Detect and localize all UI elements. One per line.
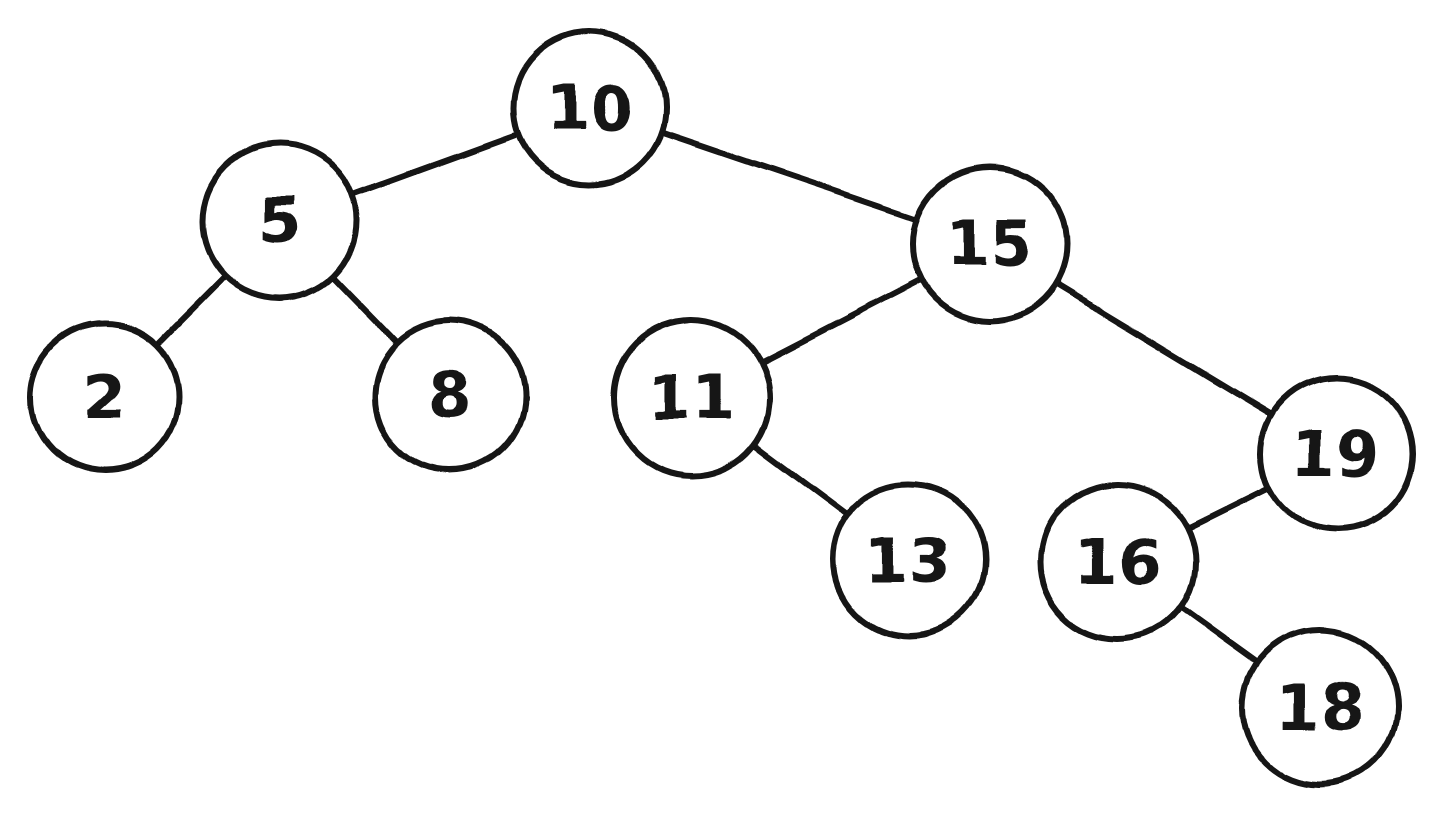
tree-edge-19-16-left <box>1185 485 1270 531</box>
node-label: 10 <box>546 72 634 145</box>
node-circle <box>200 141 360 301</box>
node-label: 2 <box>83 361 127 434</box>
node-label: 19 <box>1293 418 1381 491</box>
node-circle <box>830 481 988 639</box>
tree-edge-11-13-right <box>753 442 850 517</box>
tree-edge-16-18-right <box>1179 605 1259 664</box>
node-circle <box>372 318 528 474</box>
node-label: 11 <box>648 362 736 435</box>
tree-node-13: 13 <box>830 481 988 639</box>
node-label: 18 <box>1276 671 1364 744</box>
tree-node-8: 8 <box>372 318 528 474</box>
tree-edge-5-8-right <box>332 274 400 344</box>
node-label: 16 <box>1074 526 1162 599</box>
node-circle <box>1038 482 1198 642</box>
tree-node-18: 18 <box>1240 627 1400 787</box>
tree-node-15: 15 <box>910 164 1070 324</box>
node-circle <box>1258 375 1416 533</box>
tree-node-11: 11 <box>611 317 773 479</box>
tree-edge-5-2-left <box>155 274 228 347</box>
node-label: 13 <box>865 524 953 597</box>
node-label: 8 <box>428 360 472 433</box>
tree-group: 10 5 15 2 8 11 19 13 16 18 <box>28 29 1416 787</box>
node-circle <box>611 317 773 479</box>
node-circle <box>910 164 1070 324</box>
tree-node-10: 10 <box>511 29 669 187</box>
node-circle <box>28 320 182 474</box>
tree-edge-15-19-right <box>1054 281 1274 417</box>
node-circle <box>1240 627 1400 787</box>
tree-edge-10-5-left <box>351 131 520 197</box>
node-label: 15 <box>946 208 1034 281</box>
node-label: 5 <box>258 185 302 258</box>
tree-node-5: 5 <box>200 141 360 301</box>
node-circle <box>511 29 669 187</box>
tree-node-2: 2 <box>28 320 182 474</box>
tree-edge-15-11-left <box>760 277 923 365</box>
tree-edge-10-15-right <box>660 130 919 222</box>
tree-node-19: 19 <box>1258 375 1416 533</box>
tree-node-16: 16 <box>1038 482 1198 642</box>
